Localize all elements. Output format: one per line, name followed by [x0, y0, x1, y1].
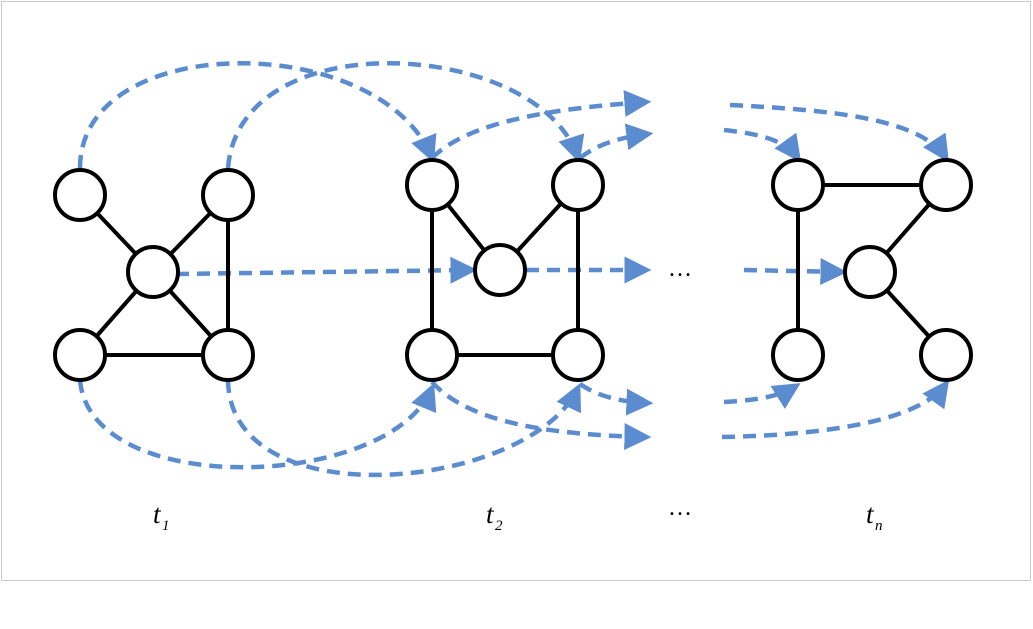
temporal-arrows: [77, 61, 950, 478]
label-t1-sub: 1: [162, 518, 170, 534]
arrow-in-tn-center: [743, 258, 848, 286]
node-t2-topleft: [405, 158, 459, 212]
ellipsis-bottom: …: [668, 495, 692, 521]
arrow-in-tn-bottomright: [721, 379, 950, 440]
node-tn-topleft: [771, 158, 825, 212]
label-t1-main: t: [153, 499, 162, 529]
arrow-t2-topleft-out: [430, 90, 652, 160]
node-t2-bottomleft: [405, 328, 459, 382]
node-tn-center: [843, 245, 897, 299]
label-tn-sub: n: [875, 518, 883, 534]
label-t2: t 2: [486, 499, 503, 534]
label-tn: t n: [866, 499, 883, 534]
label-t2-main: t: [486, 499, 495, 529]
label-tn-main: t: [866, 499, 875, 529]
node-tn-topright: [919, 158, 973, 212]
node-t1-topright: [201, 168, 255, 222]
node-t1-bottomright: [201, 328, 255, 382]
node-t1-bottomleft: [53, 328, 107, 382]
arrow-t2-bottomright-out: [578, 382, 654, 416]
arrow-t1-bottomleft-to-t2-bottomleft: [77, 379, 437, 470]
node-t2-center: [473, 243, 527, 297]
arrow-t2-topright-out: [578, 123, 654, 160]
arrow-t1-topleft-to-t2-topleft: [77, 61, 437, 169]
arrow-in-tn-bottomleft: [723, 383, 801, 409]
node-t1-center: [126, 245, 180, 299]
node-t1-topleft: [53, 168, 107, 222]
arrow-t2-bottomleft-out: [430, 380, 652, 450]
arrow-t1-bottomright-to-t2-bottomright: [225, 379, 581, 478]
node-t2-topright: [551, 158, 605, 212]
graph-nodes: [53, 158, 973, 382]
ellipsis-middle: …: [668, 256, 692, 282]
arrow-in-tn-topright: [729, 102, 949, 163]
label-t2-sub: 2: [495, 518, 503, 534]
node-tn-bottomleft: [771, 328, 825, 382]
arrow-in-tn-topleft: [723, 127, 802, 163]
arrow-t1-center-to-t2-center: [175, 256, 478, 284]
node-tn-bottomright: [919, 328, 973, 382]
node-t2-bottomright: [551, 328, 605, 382]
label-t1: t 1: [153, 499, 170, 534]
